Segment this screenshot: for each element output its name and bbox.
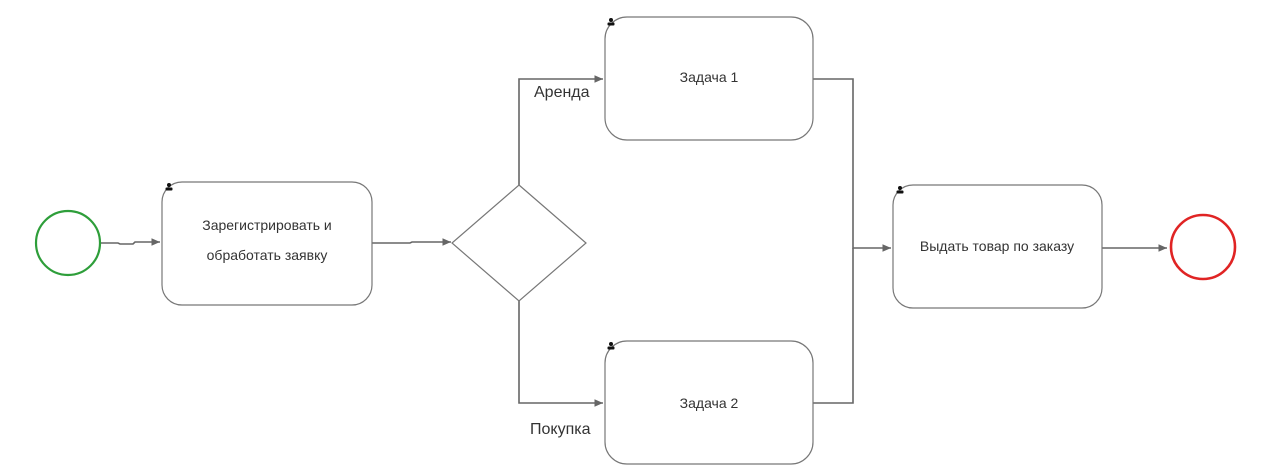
task-register-label-line2: обработать заявку (207, 247, 328, 263)
flow-gateway-to-task1[interactable] (518, 75, 603, 185)
flow-task1-to-issue[interactable] (813, 78, 891, 252)
flow-task2-to-issue[interactable] (813, 248, 854, 404)
user-task-icon (896, 186, 904, 194)
flow-register-to-gateway[interactable] (372, 238, 451, 246)
start-event[interactable] (34, 209, 102, 277)
end-event[interactable] (1169, 213, 1237, 281)
user-task-icon (607, 342, 615, 350)
flow-label-purchase: Покупка (530, 421, 591, 438)
task-2-label: Задача 2 (680, 395, 739, 411)
exclusive-gateway[interactable] (451, 184, 587, 302)
flow-start-to-register[interactable] (101, 238, 160, 246)
task-2[interactable]: Задача 2 (604, 340, 814, 465)
task-register-order[interactable]: Зарегистрировать и обработать заявку (161, 181, 373, 306)
task-register-label-line1: Зарегистрировать и (202, 217, 332, 233)
task-issue-goods-label: Выдать товар по заказу (920, 238, 1074, 254)
task-1-label: Задача 1 (680, 69, 739, 85)
task-1[interactable]: Задача 1 (604, 16, 814, 141)
task-issue-goods[interactable]: Выдать товар по заказу (892, 184, 1103, 309)
flow-label-rent: Аренда (534, 84, 590, 101)
user-task-icon (165, 183, 173, 191)
user-task-icon (607, 18, 615, 26)
sequence-flows (101, 75, 1167, 407)
flow-gateway-to-task2[interactable] (518, 301, 603, 407)
